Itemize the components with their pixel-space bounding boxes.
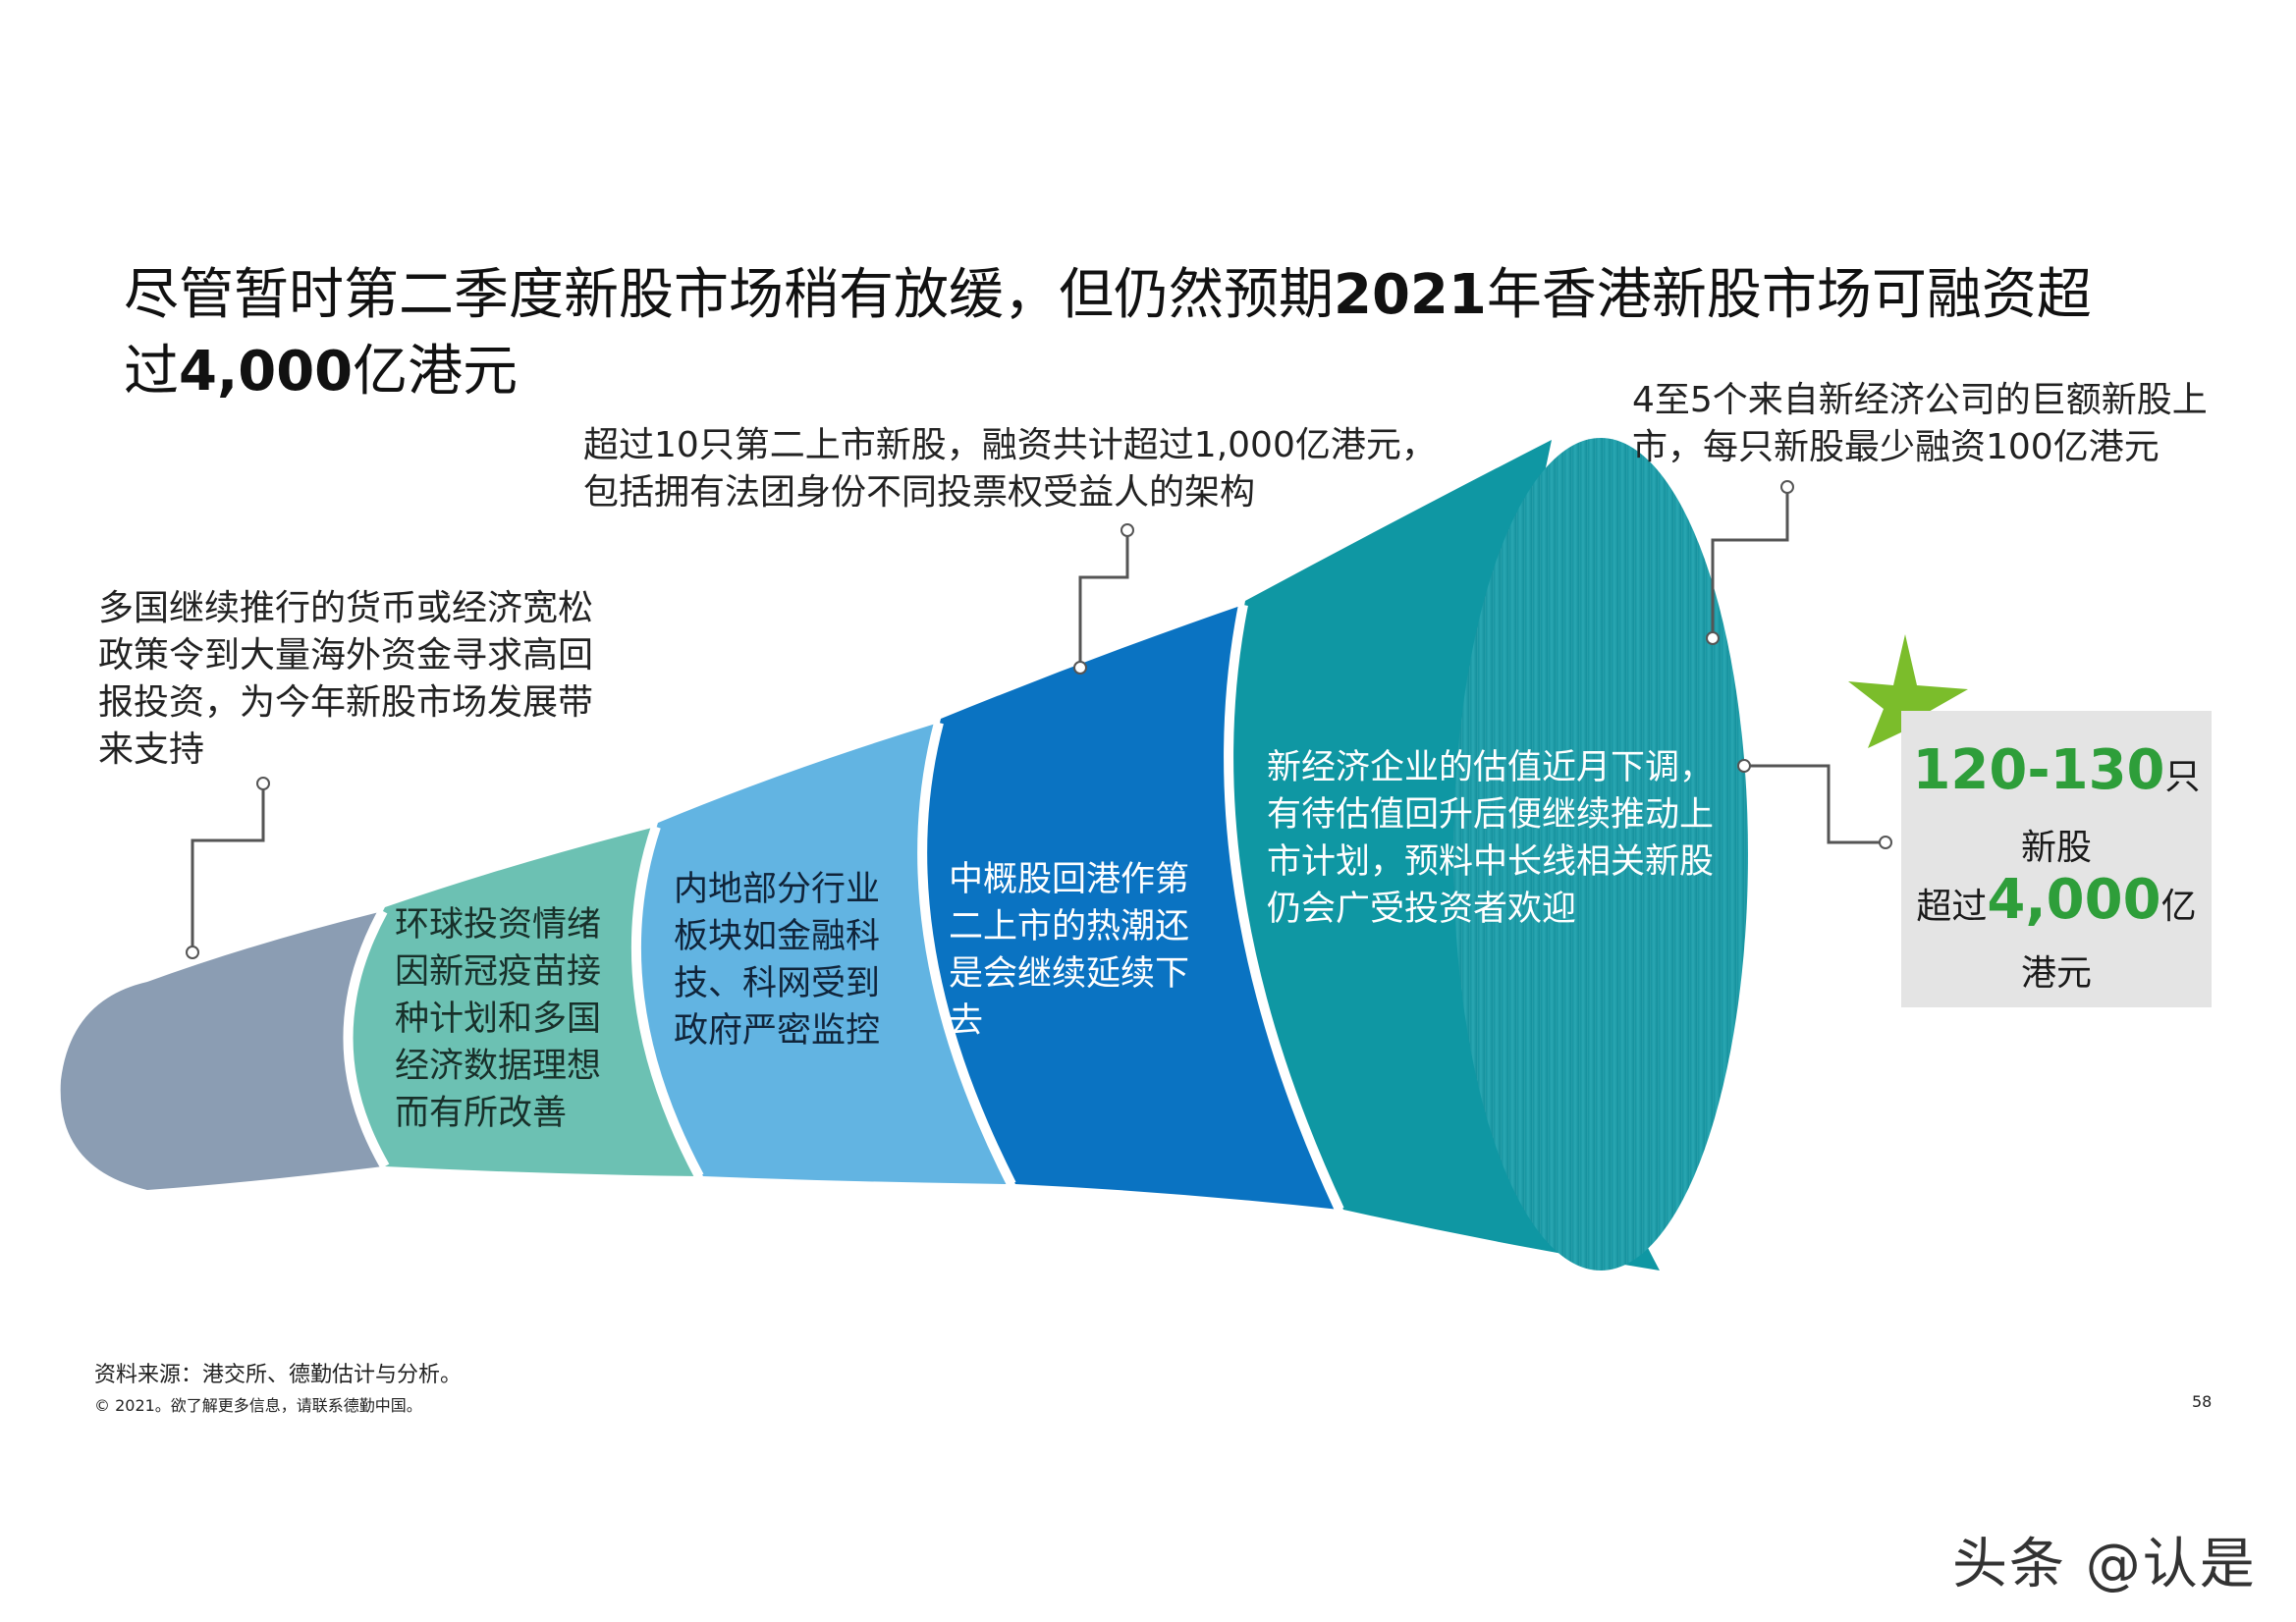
segment-text-new-economy-valuation: 新经济企业的估值近月下调，有待估值回升后便继续推动上市计划，预料中长线相关新股仍… [1267, 748, 1715, 929]
forecast-box: 120-130只 新股 超过4,000亿 港元 [1901, 711, 2212, 1007]
funnel-mouth [1453, 438, 1748, 1271]
page-number: 58 [2192, 1392, 2213, 1411]
copyright-note: © 2021。欲了解更多信息，请联系德勤中国。 [94, 1396, 422, 1415]
annotation-secondary-listings: 超过10只第二上市新股，融资共计超过1,000亿港元，包括拥有法团身份不同投票权… [583, 425, 1437, 513]
star-icon [1848, 634, 1968, 758]
forecast-amount-suffix: 港元 [2020, 953, 2092, 994]
segment-text-secondary-listing: 中概股回港作第二上市的热潮还是会继续延续下去 [949, 860, 1190, 1041]
annotation-new-economy-ipos: 4至5个来自新经济公司的巨额新股上市，每只新股最少融资100亿港元 [1632, 380, 2208, 467]
forecast-count-label: 新股 [2020, 828, 2092, 868]
annotation-monetary-policy: 多国继续推行的货币或经济宽松政策令到大量海外资金寻求高回报投资，为今年新股市场发… [98, 588, 594, 770]
funnel-segment-1 [60, 911, 383, 1190]
watermark: 头条 @认是 [1952, 1533, 2257, 1596]
segment-text-regulation: 内地部分行业板块如金融科技、科网受到政府严密监控 [674, 870, 881, 1051]
source-note: 资料来源：港交所、德勤估计与分析。 [94, 1363, 463, 1387]
segment-text-investor-sentiment: 环球投资情绪因新冠疫苗接种计划和多国经济数据理想而有所改善 [395, 905, 602, 1133]
forecast-count: 120-130只 [1912, 738, 2201, 802]
page-title: 尽管暂时第二季度新股市场稍有放缓，但仍然预期2021年香港新股市场可融资超 过4… [124, 263, 2092, 404]
forecast-amount: 超过4,000亿 [1916, 868, 2197, 932]
funnel-segment-2 [349, 827, 699, 1176]
callout-lines [191, 487, 1886, 952]
funnel-segment-4 [924, 605, 1339, 1210]
